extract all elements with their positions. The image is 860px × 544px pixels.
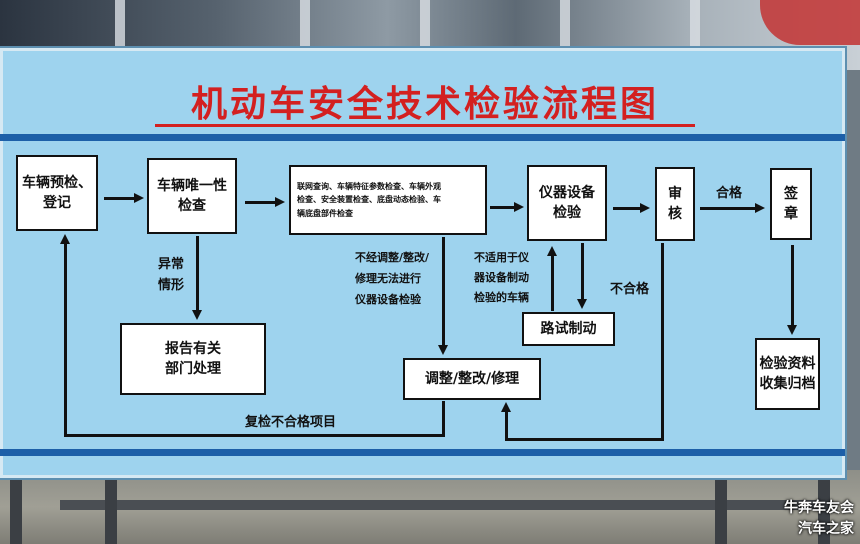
arrow-line bbox=[245, 201, 275, 204]
box-instrument-test: 仪器设备 检验 bbox=[527, 165, 607, 241]
label-not-applicable: 不适用于仪 器设备制动 检验的车辆 bbox=[474, 251, 529, 304]
arrow-line bbox=[700, 207, 755, 210]
label-abnormal: 异常 情形 bbox=[158, 257, 185, 293]
red-flag-shape bbox=[760, 0, 860, 45]
label-no-adjust: 不经调整/整改/ 修理无法进行 仪器设备检验 bbox=[355, 251, 430, 306]
arrow-head-right bbox=[514, 202, 524, 212]
arrow-line bbox=[64, 434, 445, 437]
arrow-head-down bbox=[577, 299, 587, 309]
window-frame-bar bbox=[560, 0, 570, 70]
arrow-line bbox=[490, 206, 514, 209]
arrow-head-up bbox=[501, 402, 511, 412]
arrow-head-down bbox=[438, 345, 448, 355]
arrow-head-right bbox=[640, 203, 650, 213]
arrow-line bbox=[505, 412, 508, 441]
label-recheck: 复检不合格项目 bbox=[245, 415, 337, 430]
arrow-line bbox=[104, 197, 134, 200]
watermark-line2: 汽车之家 bbox=[798, 521, 854, 537]
arrow-line bbox=[613, 207, 640, 210]
blue-band-bottom bbox=[0, 449, 845, 456]
arrow-head-right bbox=[275, 197, 285, 207]
stand-leg bbox=[818, 470, 830, 544]
board-title: 机动车安全技术检验流程图 bbox=[190, 83, 659, 125]
arrow-head-down bbox=[787, 325, 797, 335]
box-pre-check: 车辆预检、 登记 bbox=[16, 155, 98, 231]
box-adjust: 调整/整改/修理 bbox=[403, 358, 541, 400]
arrow-line bbox=[791, 245, 794, 325]
blue-band-top bbox=[0, 134, 845, 141]
box-sign: 签 章 bbox=[770, 168, 812, 240]
arrow-head-up bbox=[60, 234, 70, 244]
arrow-line bbox=[505, 438, 664, 441]
window-frame-bar bbox=[690, 0, 700, 70]
box-unique-check: 车辆唯一性 检查 bbox=[147, 158, 237, 234]
box-online-query: 联网查询、车辆特征参数检查、车辆外观 检查、安全装置检查、底盘动态检验、车 辆底… bbox=[289, 165, 487, 235]
box-road-brake: 路试制动 bbox=[522, 312, 615, 346]
arrow-line bbox=[442, 237, 445, 345]
arrow-head-down bbox=[192, 310, 202, 320]
arrow-line bbox=[196, 236, 199, 310]
box-archive: 检验资料 收集归档 bbox=[755, 338, 820, 410]
arrow-head-right bbox=[134, 193, 144, 203]
title-underline bbox=[155, 124, 695, 127]
flowchart-board bbox=[0, 48, 845, 478]
window-frame-bar bbox=[300, 0, 310, 70]
watermark-line1: 牛奔车友会 bbox=[784, 500, 854, 516]
arrow-line bbox=[64, 244, 67, 437]
arrow-head-up bbox=[547, 246, 557, 256]
box-review: 审 核 bbox=[655, 167, 695, 241]
arrow-head-right bbox=[755, 203, 765, 213]
stand-rail bbox=[60, 500, 820, 510]
stand-leg bbox=[105, 470, 117, 544]
arrow-line bbox=[442, 401, 445, 437]
arrow-line bbox=[661, 243, 664, 440]
arrow-line bbox=[581, 243, 584, 299]
stand-leg bbox=[10, 470, 22, 544]
label-fail: 不合格 bbox=[610, 282, 650, 297]
window-frame-bar bbox=[115, 0, 125, 70]
arrow-line bbox=[551, 256, 554, 311]
window-frame-bar bbox=[420, 0, 430, 70]
label-pass: 合格 bbox=[716, 186, 743, 201]
box-report: 报告有关 部门处理 bbox=[120, 323, 266, 395]
stand-leg bbox=[715, 470, 727, 544]
